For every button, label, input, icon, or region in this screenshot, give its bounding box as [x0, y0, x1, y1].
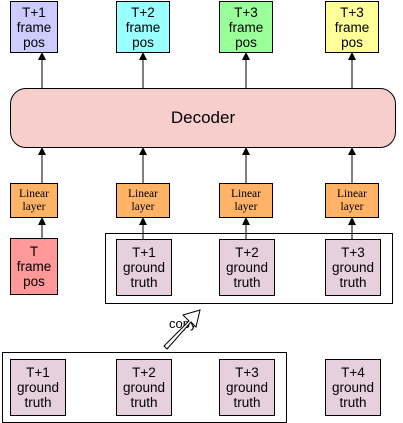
linear-layer-4: Linear layer: [325, 183, 379, 218]
decoder-block: Decoder: [10, 88, 396, 148]
source-truth-t1: T+1 ground truth: [10, 359, 66, 416]
copied-truth-t3: T+3 ground truth: [325, 239, 381, 296]
copied-truth-group: [105, 233, 393, 304]
linear-layer-3: Linear layer: [219, 183, 273, 218]
source-truth-t2: T+2 ground truth: [116, 359, 172, 416]
copy-block-arrow: [163, 309, 201, 350]
source-truth-t3: T+3 ground truth: [219, 359, 275, 416]
input-pos-t: T frame pos: [10, 238, 58, 295]
output-pos-t2: T+2 frame pos: [116, 1, 170, 53]
linear-layer-2: Linear layer: [116, 183, 170, 218]
output-pos-t1: T+1 frame pos: [10, 1, 58, 53]
source-truth-t4: T+4 ground truth: [325, 359, 381, 416]
output-pos-t3-second: T+3 frame pos: [325, 1, 379, 53]
copied-truth-t1: T+1 ground truth: [116, 239, 172, 296]
linear-layer-1: Linear layer: [10, 183, 58, 218]
copied-truth-t2: T+2 ground truth: [219, 239, 275, 296]
output-pos-t3: T+3 frame pos: [219, 1, 273, 53]
